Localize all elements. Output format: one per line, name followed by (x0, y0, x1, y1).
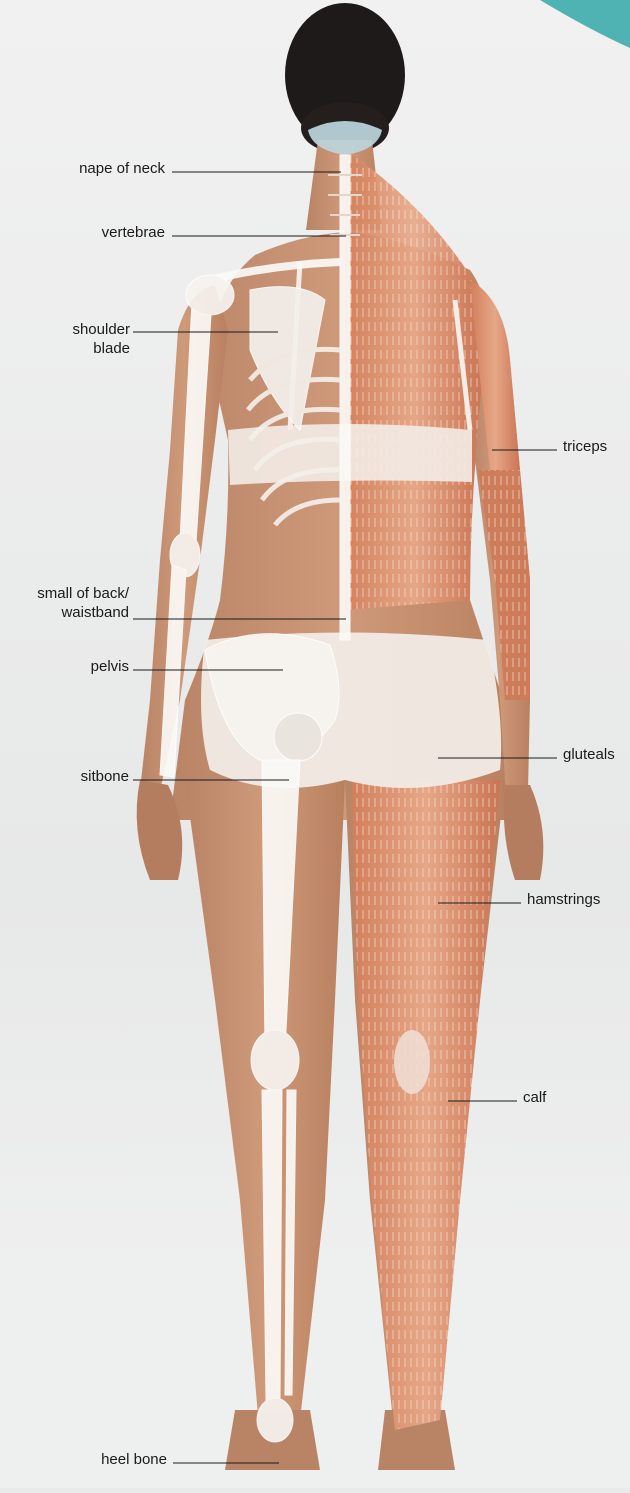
label-small-of-back: small of back/ waistband (37, 584, 129, 622)
label-shoulder-blade: shoulder blade (72, 320, 130, 358)
label-text: small of back/ (37, 584, 129, 603)
label-text: gluteals (563, 746, 615, 763)
label-text: calf (523, 1089, 546, 1106)
label-text: nape of neck (79, 160, 165, 177)
label-text: shoulder (72, 320, 130, 339)
label-text: heel bone (101, 1451, 167, 1468)
label-nape-of-neck: nape of neck (79, 159, 165, 178)
label-calf: calf (523, 1088, 546, 1107)
label-sitbone: sitbone (81, 767, 129, 786)
label-pelvis: pelvis (91, 657, 129, 676)
label-text: pelvis (91, 658, 129, 675)
label-gluteals: gluteals (563, 745, 615, 764)
label-hamstrings: hamstrings (527, 890, 600, 909)
label-text: blade (72, 339, 130, 358)
label-text: waistband (37, 603, 129, 622)
label-triceps: triceps (563, 437, 607, 456)
label-text: sitbone (81, 768, 129, 785)
label-heel-bone: heel bone (101, 1450, 167, 1469)
label-text: triceps (563, 438, 607, 455)
label-text: vertebrae (102, 224, 165, 241)
label-text: hamstrings (527, 891, 600, 908)
label-vertebrae: vertebrae (102, 223, 165, 242)
